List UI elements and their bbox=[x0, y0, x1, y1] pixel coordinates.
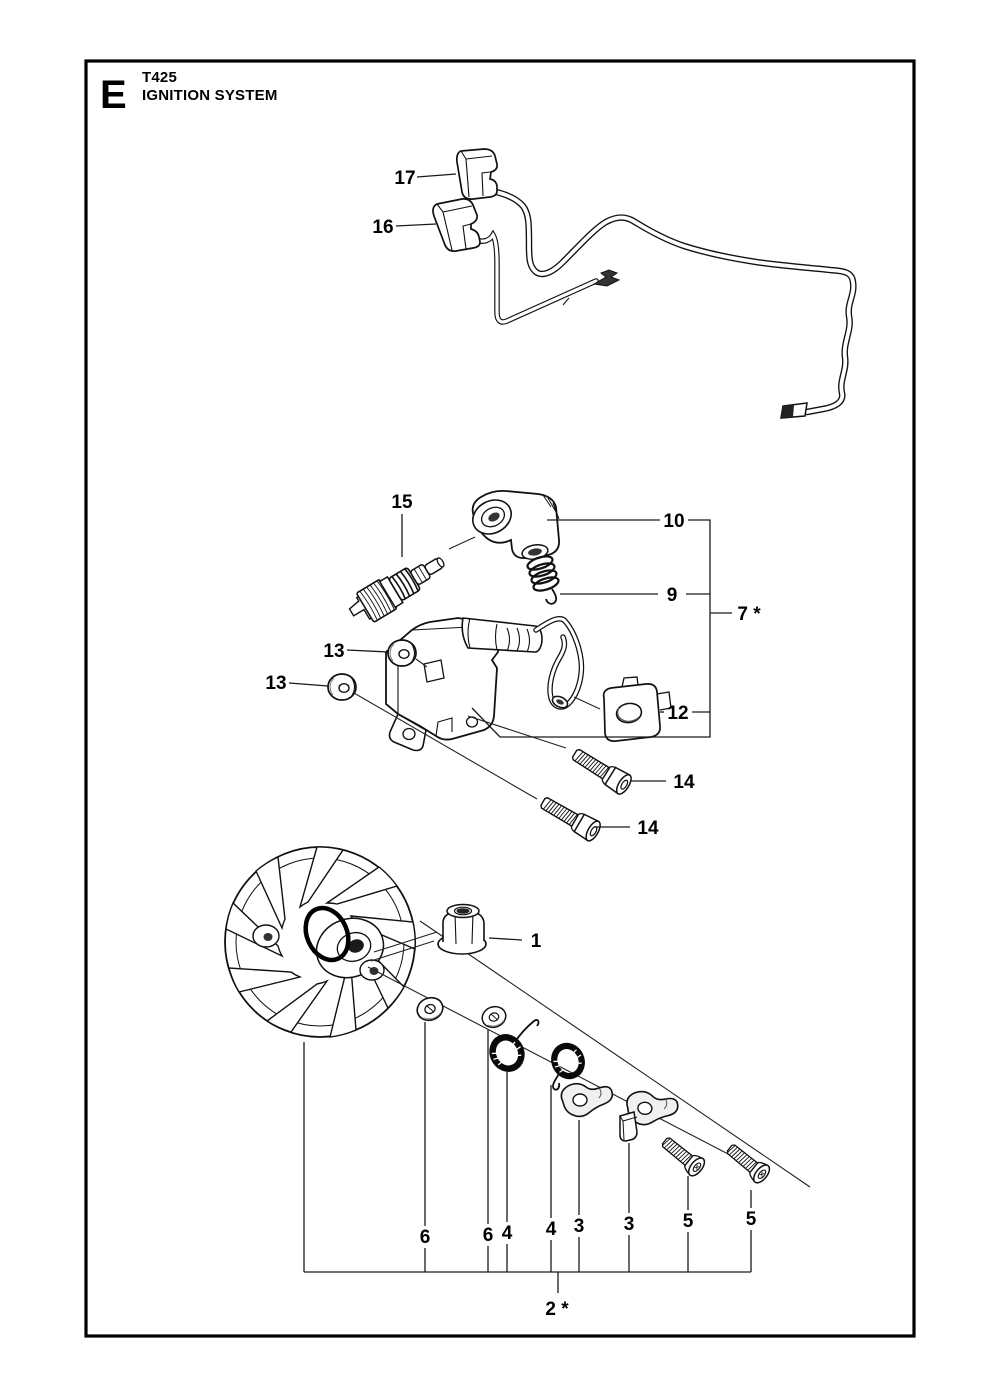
wiring-harness bbox=[432, 148, 857, 419]
callout-1: 1 bbox=[531, 931, 542, 952]
flywheel bbox=[224, 846, 416, 1038]
callout-labels: 17 16 15 10 9 7 * 13 13 12 14 14 1 6 6 4… bbox=[265, 168, 761, 1320]
flange-nut bbox=[437, 903, 487, 955]
leader-lines bbox=[288, 173, 752, 1293]
section-letter: E bbox=[100, 73, 127, 117]
callout-5a: 5 bbox=[683, 1211, 694, 1232]
connector-cap-16 bbox=[432, 198, 481, 252]
callout-15: 15 bbox=[391, 492, 413, 513]
callout-4b: 4 bbox=[546, 1219, 557, 1240]
callout-5b: 5 bbox=[746, 1209, 757, 1230]
flywheel-ring bbox=[303, 905, 351, 963]
spark-plug bbox=[348, 557, 445, 623]
callout-6a: 6 bbox=[420, 1227, 431, 1248]
callout-13a: 13 bbox=[323, 641, 344, 662]
callout-3a: 3 bbox=[574, 1216, 585, 1237]
pawl-spacer bbox=[619, 1111, 638, 1142]
callout-6b: 6 bbox=[483, 1225, 494, 1246]
callout-16: 16 bbox=[372, 217, 393, 238]
page-header: E T425 IGNITION SYSTEM bbox=[100, 69, 278, 117]
callout-17: 17 bbox=[394, 168, 415, 189]
callout-14a: 14 bbox=[673, 772, 695, 793]
callout-12: 12 bbox=[667, 703, 688, 724]
callout-10: 10 bbox=[663, 511, 684, 532]
connector-cap-17 bbox=[455, 148, 498, 200]
plug-boot-axis-line bbox=[448, 536, 476, 550]
callout-9: 9 bbox=[667, 585, 678, 606]
callout-14b: 14 bbox=[637, 818, 659, 839]
spade-terminal bbox=[592, 269, 621, 287]
callout-7: 7 * bbox=[737, 604, 761, 625]
spark-plug-boot bbox=[471, 489, 560, 561]
page-frame bbox=[84, 59, 916, 1338]
grommet-13a bbox=[387, 639, 417, 667]
model-label: T425 bbox=[142, 69, 177, 86]
callout-3b: 3 bbox=[624, 1214, 635, 1235]
spring-tails bbox=[514, 1019, 561, 1091]
grommet-13b bbox=[327, 673, 357, 701]
page-title: IGNITION SYSTEM bbox=[142, 87, 278, 104]
callout-2: 2 * bbox=[545, 1299, 569, 1320]
callout-4a: 4 bbox=[502, 1223, 513, 1244]
callout-13b: 13 bbox=[265, 673, 286, 694]
wire-clamp bbox=[602, 676, 672, 742]
boot-spring bbox=[526, 555, 560, 605]
